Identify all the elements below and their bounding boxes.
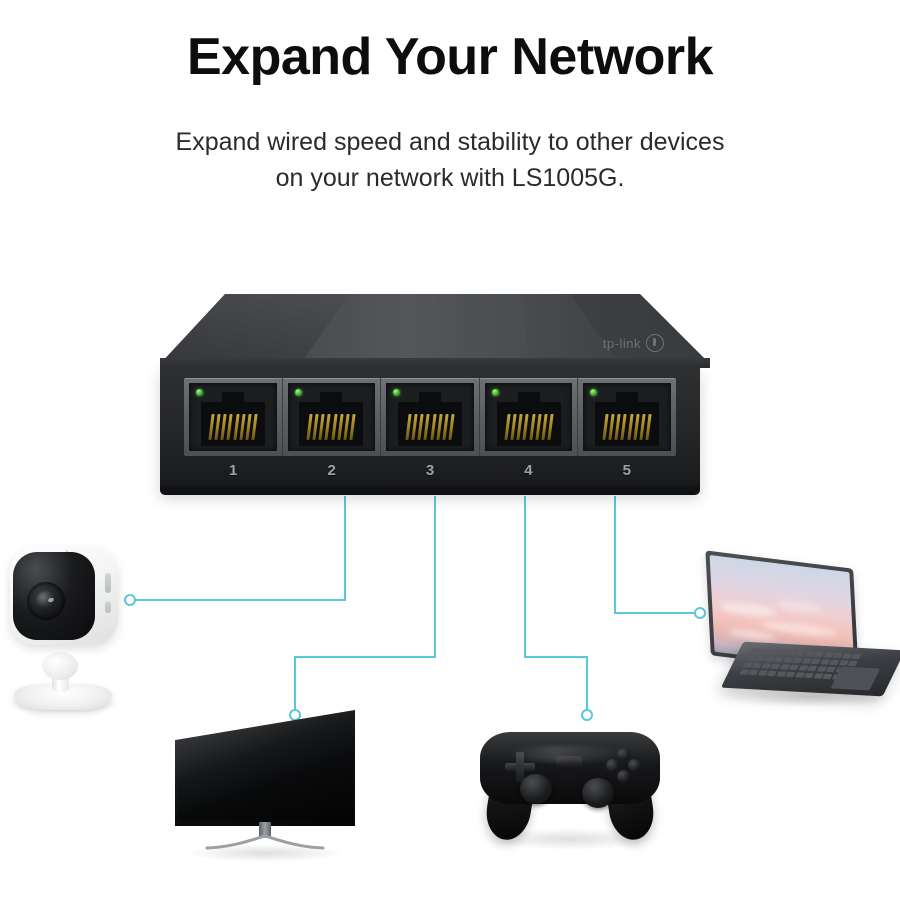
gamepad-body bbox=[480, 732, 660, 808]
camera-side-port bbox=[105, 601, 111, 613]
wallpaper-cloud bbox=[719, 600, 777, 620]
laptop-keyboard-base bbox=[720, 641, 900, 697]
camera-swivel-joint bbox=[42, 652, 78, 680]
port-recess bbox=[189, 383, 277, 451]
port-recess bbox=[583, 383, 671, 451]
switch-port-2[interactable] bbox=[283, 378, 382, 456]
gamepad-left-stick bbox=[520, 774, 552, 804]
device-television bbox=[175, 710, 355, 862]
wire-to-port-5 bbox=[614, 496, 701, 614]
port-led-icon bbox=[491, 389, 499, 396]
port-led-icon bbox=[196, 389, 203, 396]
gamepad-shadow bbox=[486, 828, 654, 850]
camera-body bbox=[10, 547, 118, 645]
port-recess bbox=[386, 383, 474, 451]
tv-shadow bbox=[185, 844, 345, 862]
page-title: Expand Your Network bbox=[186, 28, 714, 86]
switch-port-4[interactable] bbox=[480, 378, 579, 456]
network-switch: 1 2 3 4 5 tp-link bbox=[150, 288, 710, 503]
switch-top-shell bbox=[160, 294, 710, 368]
gamepad-right-stick bbox=[582, 778, 614, 808]
tp-link-mark-icon bbox=[646, 334, 664, 352]
switch-port-1[interactable] bbox=[184, 378, 283, 456]
wire-to-port-3 bbox=[294, 496, 436, 716]
rj45-jack-icon bbox=[200, 392, 265, 446]
device-laptop bbox=[700, 550, 900, 710]
tv-bezel bbox=[175, 710, 355, 826]
port-label-4: 4 bbox=[524, 462, 533, 479]
gamepad-face-buttons bbox=[606, 748, 642, 784]
page-subtitle: Expand wired speed and stability to othe… bbox=[0, 124, 900, 197]
camera-lens-ring bbox=[27, 582, 65, 620]
wire-to-port-2 bbox=[129, 496, 346, 601]
laptop-key bbox=[847, 660, 858, 667]
switch-port-5[interactable] bbox=[578, 378, 676, 456]
gamepad-gloss-highlight bbox=[506, 746, 626, 762]
tp-link-wordmark: tp-link bbox=[602, 335, 641, 351]
wallpaper-cloud bbox=[727, 627, 776, 643]
port-recess bbox=[484, 383, 573, 451]
tv-stand-neck bbox=[259, 822, 271, 838]
wire-endpoint-port-5 bbox=[694, 607, 706, 619]
port-led-icon bbox=[590, 389, 598, 396]
switch-port-3[interactable] bbox=[381, 378, 480, 456]
camera-lens-icon bbox=[36, 591, 56, 611]
port-label-5: 5 bbox=[622, 462, 631, 479]
laptop-key bbox=[850, 653, 862, 660]
tv-stand-foot bbox=[203, 834, 327, 850]
wire-endpoint-port-3 bbox=[289, 709, 301, 721]
wallpaper-cloud bbox=[777, 599, 822, 614]
gamepad-center-buttons bbox=[556, 756, 582, 770]
rj45-jack-icon bbox=[496, 392, 561, 446]
rj45-jack-icon bbox=[299, 392, 364, 446]
device-game-controller bbox=[480, 722, 660, 850]
camera-front-face bbox=[13, 552, 95, 640]
subtitle-line-2: on your network with LS1005G. bbox=[275, 164, 625, 193]
camera-lens-glint bbox=[47, 597, 55, 603]
port-recess bbox=[287, 383, 376, 451]
rj45-jack-icon bbox=[397, 392, 462, 446]
wire-to-port-4 bbox=[524, 496, 588, 716]
rj45-jack-icon bbox=[595, 392, 660, 446]
device-security-camera bbox=[0, 535, 130, 714]
port-label-2: 2 bbox=[327, 462, 336, 479]
port-label-3: 3 bbox=[425, 462, 435, 479]
port-label-1: 1 bbox=[229, 462, 238, 479]
wire-endpoint-port-2 bbox=[124, 594, 136, 606]
port-led-icon bbox=[393, 389, 401, 396]
switch-base-edge bbox=[160, 485, 700, 495]
port-led-icon bbox=[294, 389, 302, 396]
wire-endpoint-port-4 bbox=[581, 709, 593, 721]
switch-front-panel: 1 2 3 4 5 bbox=[160, 366, 700, 493]
camera-side-vent bbox=[105, 573, 111, 593]
tp-link-logo: tp-link bbox=[603, 334, 664, 352]
subtitle-line-1: Expand wired speed and stability to othe… bbox=[175, 128, 725, 156]
port-tray bbox=[184, 378, 676, 456]
gamepad-dpad-icon bbox=[505, 752, 535, 782]
